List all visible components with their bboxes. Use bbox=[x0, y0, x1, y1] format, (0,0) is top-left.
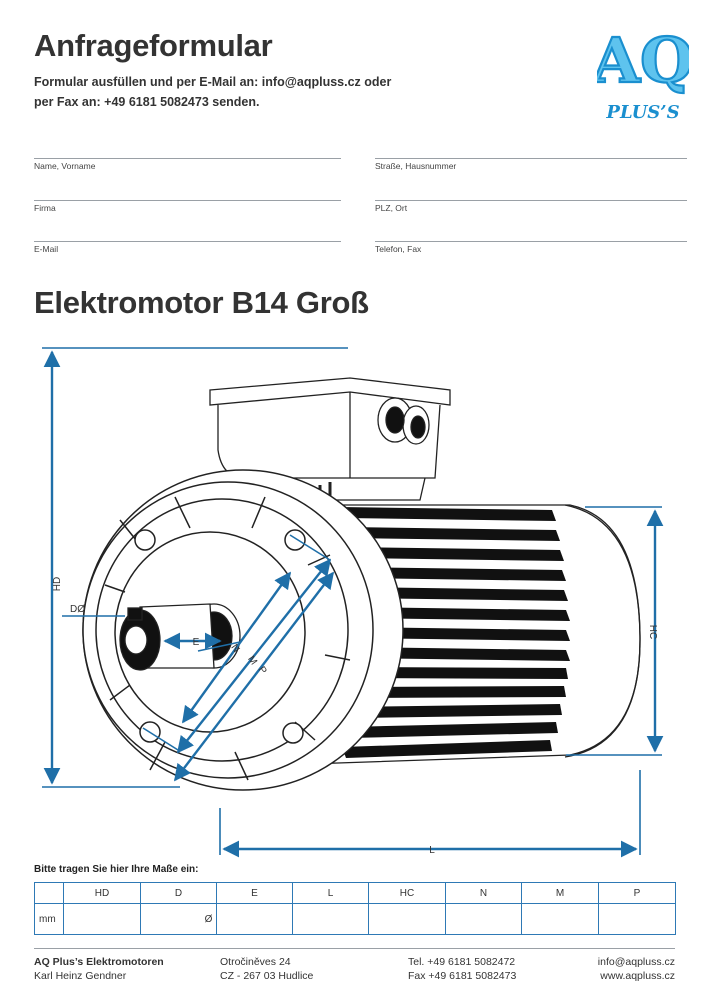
form-instructions: Formular ausfüllen und per E-Mail an: in… bbox=[34, 72, 454, 112]
input-n[interactable] bbox=[445, 903, 522, 935]
dimensions-header-row: HD D E L HC N M P bbox=[34, 882, 676, 904]
label-hd: HD bbox=[52, 577, 63, 591]
street-label: Straße, Hausnummer bbox=[375, 161, 457, 171]
label-l: L bbox=[429, 845, 435, 856]
input-d[interactable]: Ø bbox=[140, 903, 217, 935]
logo-mark: AQ bbox=[597, 24, 689, 97]
footer-company: AQ Plus’s Elektromotoren bbox=[34, 956, 164, 968]
name-field[interactable] bbox=[34, 158, 341, 159]
header-spacer bbox=[34, 882, 64, 904]
motor-shaft bbox=[119, 603, 241, 671]
col-e: E bbox=[216, 882, 293, 904]
label-e: E bbox=[193, 637, 200, 648]
label-hc: HC bbox=[647, 625, 658, 639]
dimensions-instruction: Bitte tragen Sie hier Ihre Maße ein: bbox=[34, 864, 199, 875]
footer-fax: Fax +49 6181 5082473 bbox=[408, 970, 517, 982]
input-e[interactable] bbox=[216, 903, 293, 935]
footer-address-block: Otročiněves 24 CZ - 267 03 Hudlice bbox=[220, 955, 313, 983]
input-hc[interactable] bbox=[368, 903, 446, 935]
label-d: DØ bbox=[70, 604, 85, 615]
motor-diagram: HD HC L DØ E N M P bbox=[42, 347, 664, 858]
input-p[interactable] bbox=[598, 903, 676, 935]
footer-street: Otročiněves 24 bbox=[220, 956, 291, 968]
company-field[interactable] bbox=[34, 200, 341, 201]
footer-tel: Tel. +49 6181 5082472 bbox=[408, 956, 516, 968]
footer-city: CZ - 267 03 Hudlice bbox=[220, 970, 314, 982]
unit-label: mm bbox=[34, 903, 64, 935]
street-field[interactable] bbox=[375, 158, 687, 159]
product-title: Elektromotor B14 Groß bbox=[34, 285, 369, 320]
aq-plus-logo: AQ PLUS’S bbox=[597, 23, 689, 123]
company-label: Firma bbox=[34, 203, 56, 213]
email-label: E-Mail bbox=[34, 244, 59, 254]
footer-email-link[interactable]: info@aqpluss.cz bbox=[597, 956, 675, 968]
input-l[interactable] bbox=[292, 903, 369, 935]
footer-web-link[interactable]: www.aqpluss.cz bbox=[600, 970, 675, 982]
dimension-lines bbox=[42, 347, 664, 858]
dimensions-table: HD D E L HC N M P mm Ø bbox=[34, 882, 676, 935]
cooling-ribs bbox=[340, 507, 570, 758]
name-label: Name, Vorname bbox=[34, 161, 96, 171]
footer-phone-block: Tel. +49 6181 5082472 Fax +49 6181 50824… bbox=[408, 955, 516, 983]
input-m[interactable] bbox=[521, 903, 599, 935]
form-title: Anfrageformular bbox=[34, 28, 273, 63]
footer-contact-block: info@aqpluss.cz www.aqpluss.cz bbox=[598, 955, 675, 983]
col-d: D bbox=[140, 882, 217, 904]
col-n: N bbox=[445, 882, 522, 904]
footer-person: Karl Heinz Gendner bbox=[34, 970, 127, 982]
col-hd: HD bbox=[63, 882, 141, 904]
col-l: L bbox=[292, 882, 369, 904]
city-field[interactable] bbox=[375, 200, 687, 201]
col-hc: HC bbox=[368, 882, 446, 904]
footer-divider bbox=[34, 948, 675, 949]
input-hd[interactable] bbox=[63, 903, 141, 935]
phone-field[interactable] bbox=[375, 241, 687, 242]
dimensions-input-row: mm Ø bbox=[34, 903, 676, 935]
email-field[interactable] bbox=[34, 241, 341, 242]
instructions-line-1: Formular ausfüllen und per E-Mail an: in… bbox=[34, 75, 392, 89]
logo-wordmark: PLUS’S bbox=[605, 102, 679, 123]
diameter-symbol: Ø bbox=[204, 913, 213, 925]
phone-label: Telefon, Fax bbox=[375, 244, 422, 254]
col-m: M bbox=[521, 882, 599, 904]
footer-company-block: AQ Plus’s Elektromotoren Karl Heinz Gend… bbox=[34, 955, 164, 983]
instructions-line-2: per Fax an: +49 6181 5082473 senden. bbox=[34, 95, 260, 109]
city-label: PLZ, Ort bbox=[375, 203, 408, 213]
col-p: P bbox=[598, 882, 676, 904]
